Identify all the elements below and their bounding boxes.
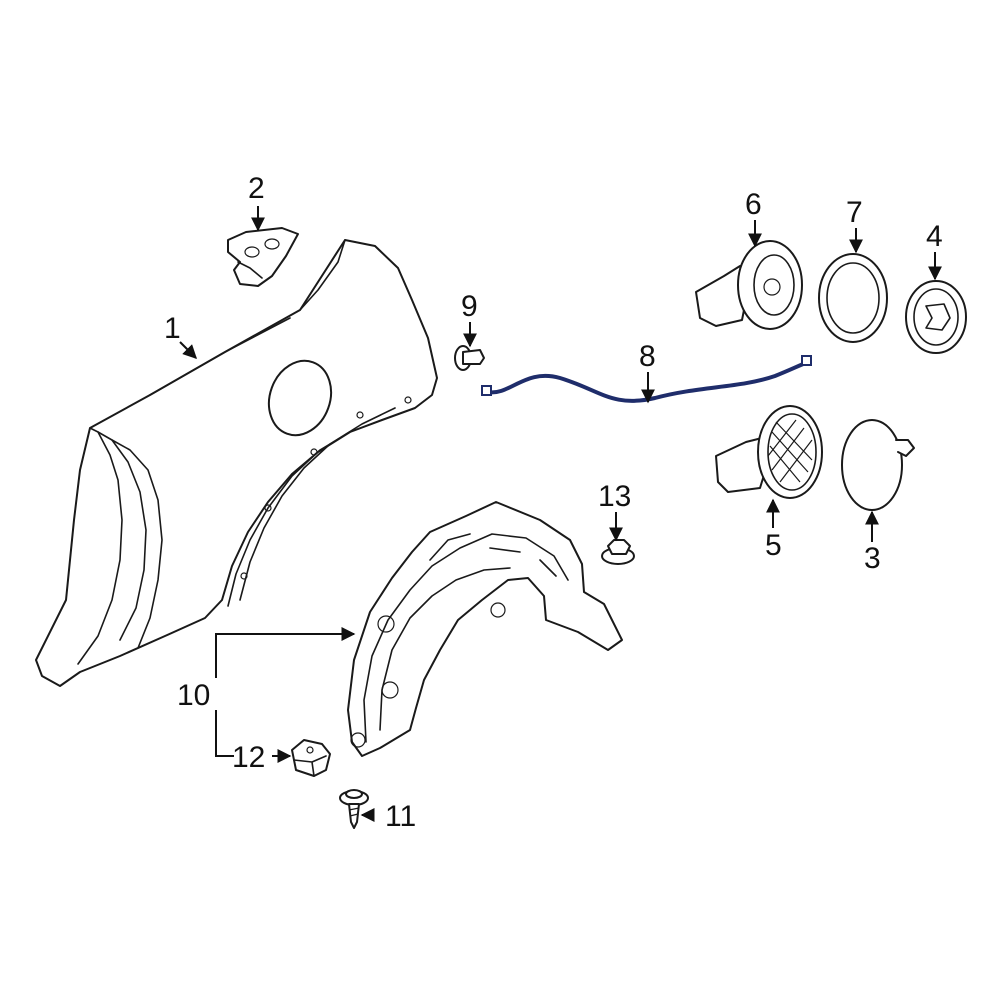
fuel-door — [841, 419, 915, 511]
callout-8: 8 — [639, 340, 656, 373]
flange-nut — [601, 539, 635, 565]
callout-12: 12 — [232, 741, 265, 774]
callout-13: 13 — [598, 480, 631, 513]
callout-5: 5 — [765, 529, 782, 562]
seal-ring — [818, 253, 888, 343]
push-clip — [454, 345, 485, 371]
callout-7: 7 — [846, 196, 863, 229]
callout-labels: 1 2 3 4 5 6 7 8 9 10 11 12 13 — [164, 172, 943, 833]
filler-housing-lower — [715, 405, 823, 499]
callout-1: 1 — [164, 312, 181, 345]
callout-2: 2 — [248, 172, 265, 205]
callout-4: 4 — [926, 220, 943, 253]
callout-11: 11 — [385, 800, 416, 833]
callout-10: 10 — [177, 679, 210, 712]
fuel-cap — [905, 280, 967, 354]
filler-housing — [695, 240, 803, 330]
callout-9: 9 — [461, 290, 478, 323]
wheel-liner — [347, 501, 623, 757]
quarter-panel — [35, 239, 438, 687]
leader-lines — [179, 206, 942, 822]
clip-nut — [291, 739, 331, 777]
callout-6: 6 — [745, 188, 762, 221]
bracket — [227, 227, 299, 287]
callout-3: 3 — [864, 542, 881, 575]
screw — [339, 789, 369, 829]
